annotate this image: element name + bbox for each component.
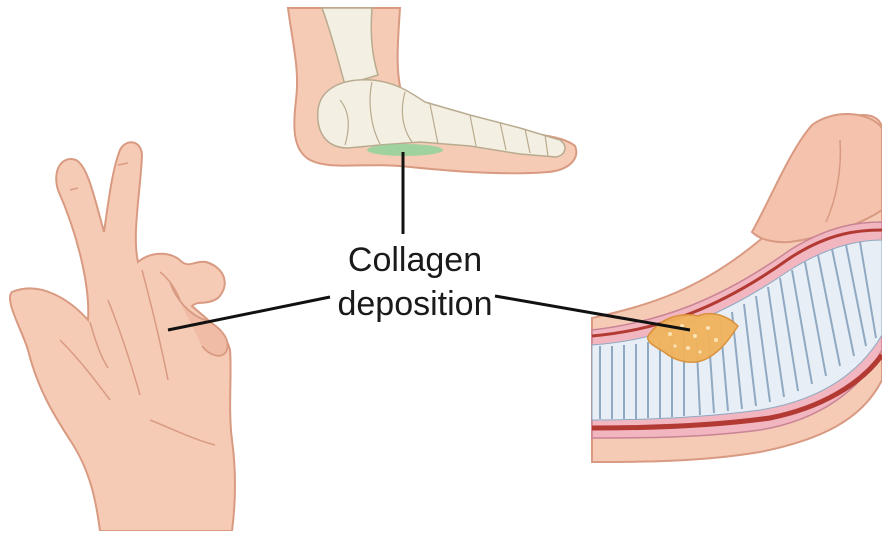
plantar-fascia-nodule xyxy=(367,144,443,156)
hand-illustration xyxy=(10,142,330,531)
collagen-label-line-1: Collagen xyxy=(295,238,535,282)
collagen-label-line-2: deposition xyxy=(295,282,535,326)
foot-illustration xyxy=(288,8,576,234)
